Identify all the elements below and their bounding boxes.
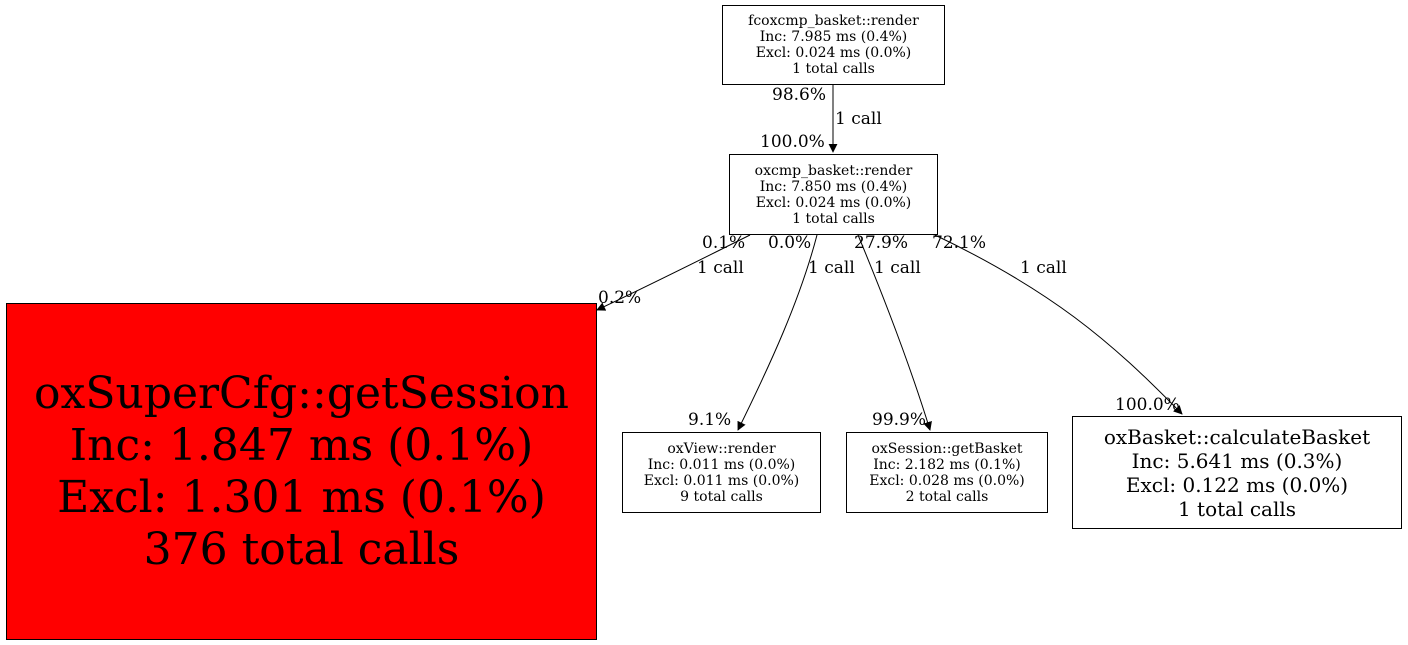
node-inclusive-time: Inc: 7.850 ms (0.4%) — [759, 178, 908, 195]
node-exclusive-time: Excl: 0.024 ms (0.0%) — [755, 194, 912, 211]
node-name: fcoxcmp_basket::render — [748, 13, 919, 29]
edge-label-incoming-pct: 0.2% — [598, 288, 642, 308]
node-name: oxSuperCfg::getSession — [34, 367, 569, 419]
node-total-calls: 376 total calls — [143, 523, 460, 575]
edge-label-calls: 1 call — [874, 258, 921, 278]
node-oxbasket-calculatebasket[interactable]: oxBasket::calculateBasket Inc: 5.641 ms … — [1072, 416, 1402, 529]
edge-label-outgoing-pct: 0.0% — [768, 233, 812, 253]
edge-label-outgoing-pct: 98.6% — [772, 85, 827, 105]
node-oxcmp-basket-render[interactable]: oxcmp_basket::render Inc: 7.850 ms (0.4%… — [729, 154, 938, 235]
node-total-calls: 1 total calls — [792, 61, 875, 77]
node-fcoxcmp-basket-render[interactable]: fcoxcmp_basket::render Inc: 7.985 ms (0.… — [722, 5, 945, 85]
node-total-calls: 2 total calls — [905, 488, 989, 505]
edge-label-outgoing-pct: 72.1% — [932, 233, 987, 253]
edge-label-incoming-pct: 99.9% — [872, 410, 927, 430]
node-inclusive-time: Inc: 0.011 ms (0.0%) — [647, 456, 796, 473]
node-exclusive-time: Excl: 0.028 ms (0.0%) — [869, 472, 1025, 489]
edge-label-outgoing-pct: 0.1% — [702, 233, 746, 253]
node-exclusive-time: Excl: 0.122 ms (0.0%) — [1125, 472, 1349, 497]
node-oxview-render[interactable]: oxView::render Inc: 0.011 ms (0.0%) Excl… — [622, 432, 821, 513]
edge-label-incoming-pct: 100.0% — [760, 132, 825, 152]
node-inclusive-time: Inc: 2.182 ms (0.1%) — [873, 456, 1021, 473]
edge-label-calls: 1 call — [697, 258, 744, 278]
node-name: oxView::render — [667, 440, 776, 457]
edge-label-incoming-pct: 9.1% — [688, 410, 732, 430]
edge-label-calls: 1 call — [1020, 258, 1067, 278]
edge-label-calls: 1 call — [808, 258, 855, 278]
edge-oxcmp-render-to-view-render — [737, 234, 818, 431]
node-inclusive-time: Inc: 7.985 ms (0.4%) — [759, 29, 908, 45]
node-total-calls: 1 total calls — [792, 210, 875, 227]
node-total-calls: 9 total calls — [680, 488, 763, 505]
edge-label-incoming-pct: 100.0% — [1115, 395, 1180, 415]
edge-label-outgoing-pct: 27.9% — [854, 233, 909, 253]
node-total-calls: 1 total calls — [1177, 496, 1297, 521]
node-inclusive-time: Inc: 1.847 ms (0.1%) — [69, 419, 534, 471]
edge-label-calls: 1 call — [835, 109, 882, 129]
node-inclusive-time: Inc: 5.641 ms (0.3%) — [1131, 448, 1343, 473]
node-exclusive-time: Excl: 0.024 ms (0.0%) — [755, 45, 912, 61]
node-exclusive-time: Excl: 0.011 ms (0.0%) — [643, 472, 800, 489]
node-oxsupercfg-getsession[interactable]: oxSuperCfg::getSession Inc: 1.847 ms (0.… — [6, 303, 597, 640]
node-name: oxBasket::calculateBasket — [1103, 424, 1371, 449]
node-oxsession-getbasket[interactable]: oxSession::getBasket Inc: 2.182 ms (0.1%… — [846, 432, 1048, 513]
edge-oxcmp-render-to-calc-basket — [934, 234, 1183, 415]
edge-oxcmp-render-to-get-basket — [857, 234, 932, 431]
edge-oxcmp-render-to-get-session — [596, 234, 751, 311]
node-exclusive-time: Excl: 1.301 ms (0.1%) — [57, 471, 546, 523]
node-name: oxcmp_basket::render — [754, 162, 913, 179]
node-name: oxSession::getBasket — [871, 440, 1023, 457]
